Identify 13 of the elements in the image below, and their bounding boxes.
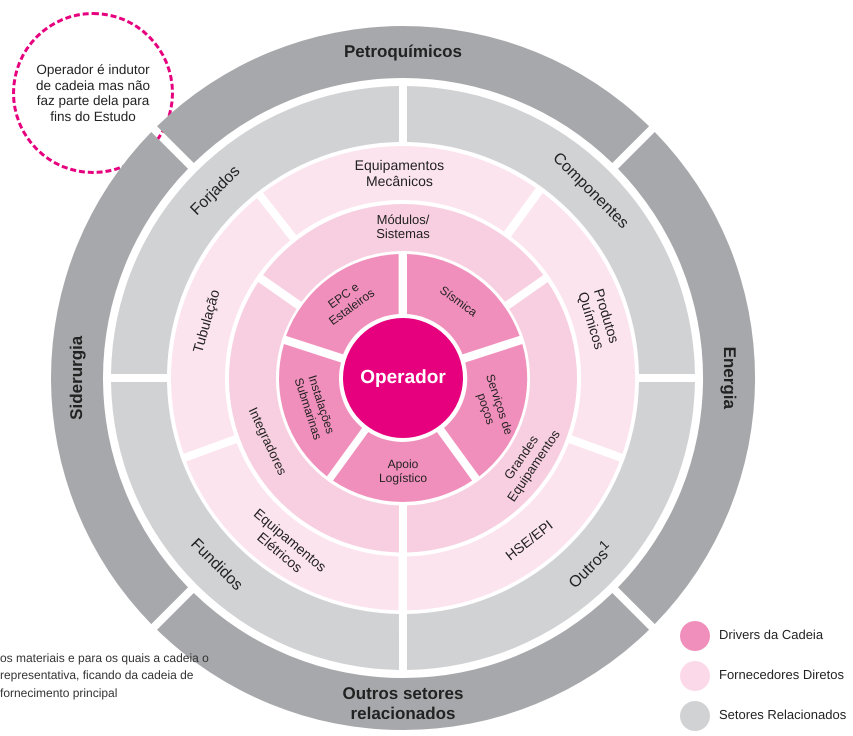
center-label: Operador [359,367,447,389]
note-text: Operador é indutor de cadeia mas não faz parte dela para fins do Estudo [36,62,150,124]
segment-label: Petroquímicos [342,42,464,62]
segment-label: Outros setores relacionados [342,684,464,724]
segment-label: Energia [719,346,739,412]
legend-label: Setores Relacionados [719,707,846,722]
legend-label: Drivers da Cadeia [719,627,824,642]
segment-label: Equipamentos Mecânicos [354,157,446,190]
segment-label: Apoio Logístico [378,458,428,486]
footnote-text: os materiais e para os quais a cadeia o representativa, ficando da cadeia de fornecimento principal [0,650,210,702]
legend-label: Fornecedores Diretos [719,667,844,682]
segment-label: Módulos/ Sistemas [375,212,431,242]
segment-label: Siderurgia [67,334,87,422]
